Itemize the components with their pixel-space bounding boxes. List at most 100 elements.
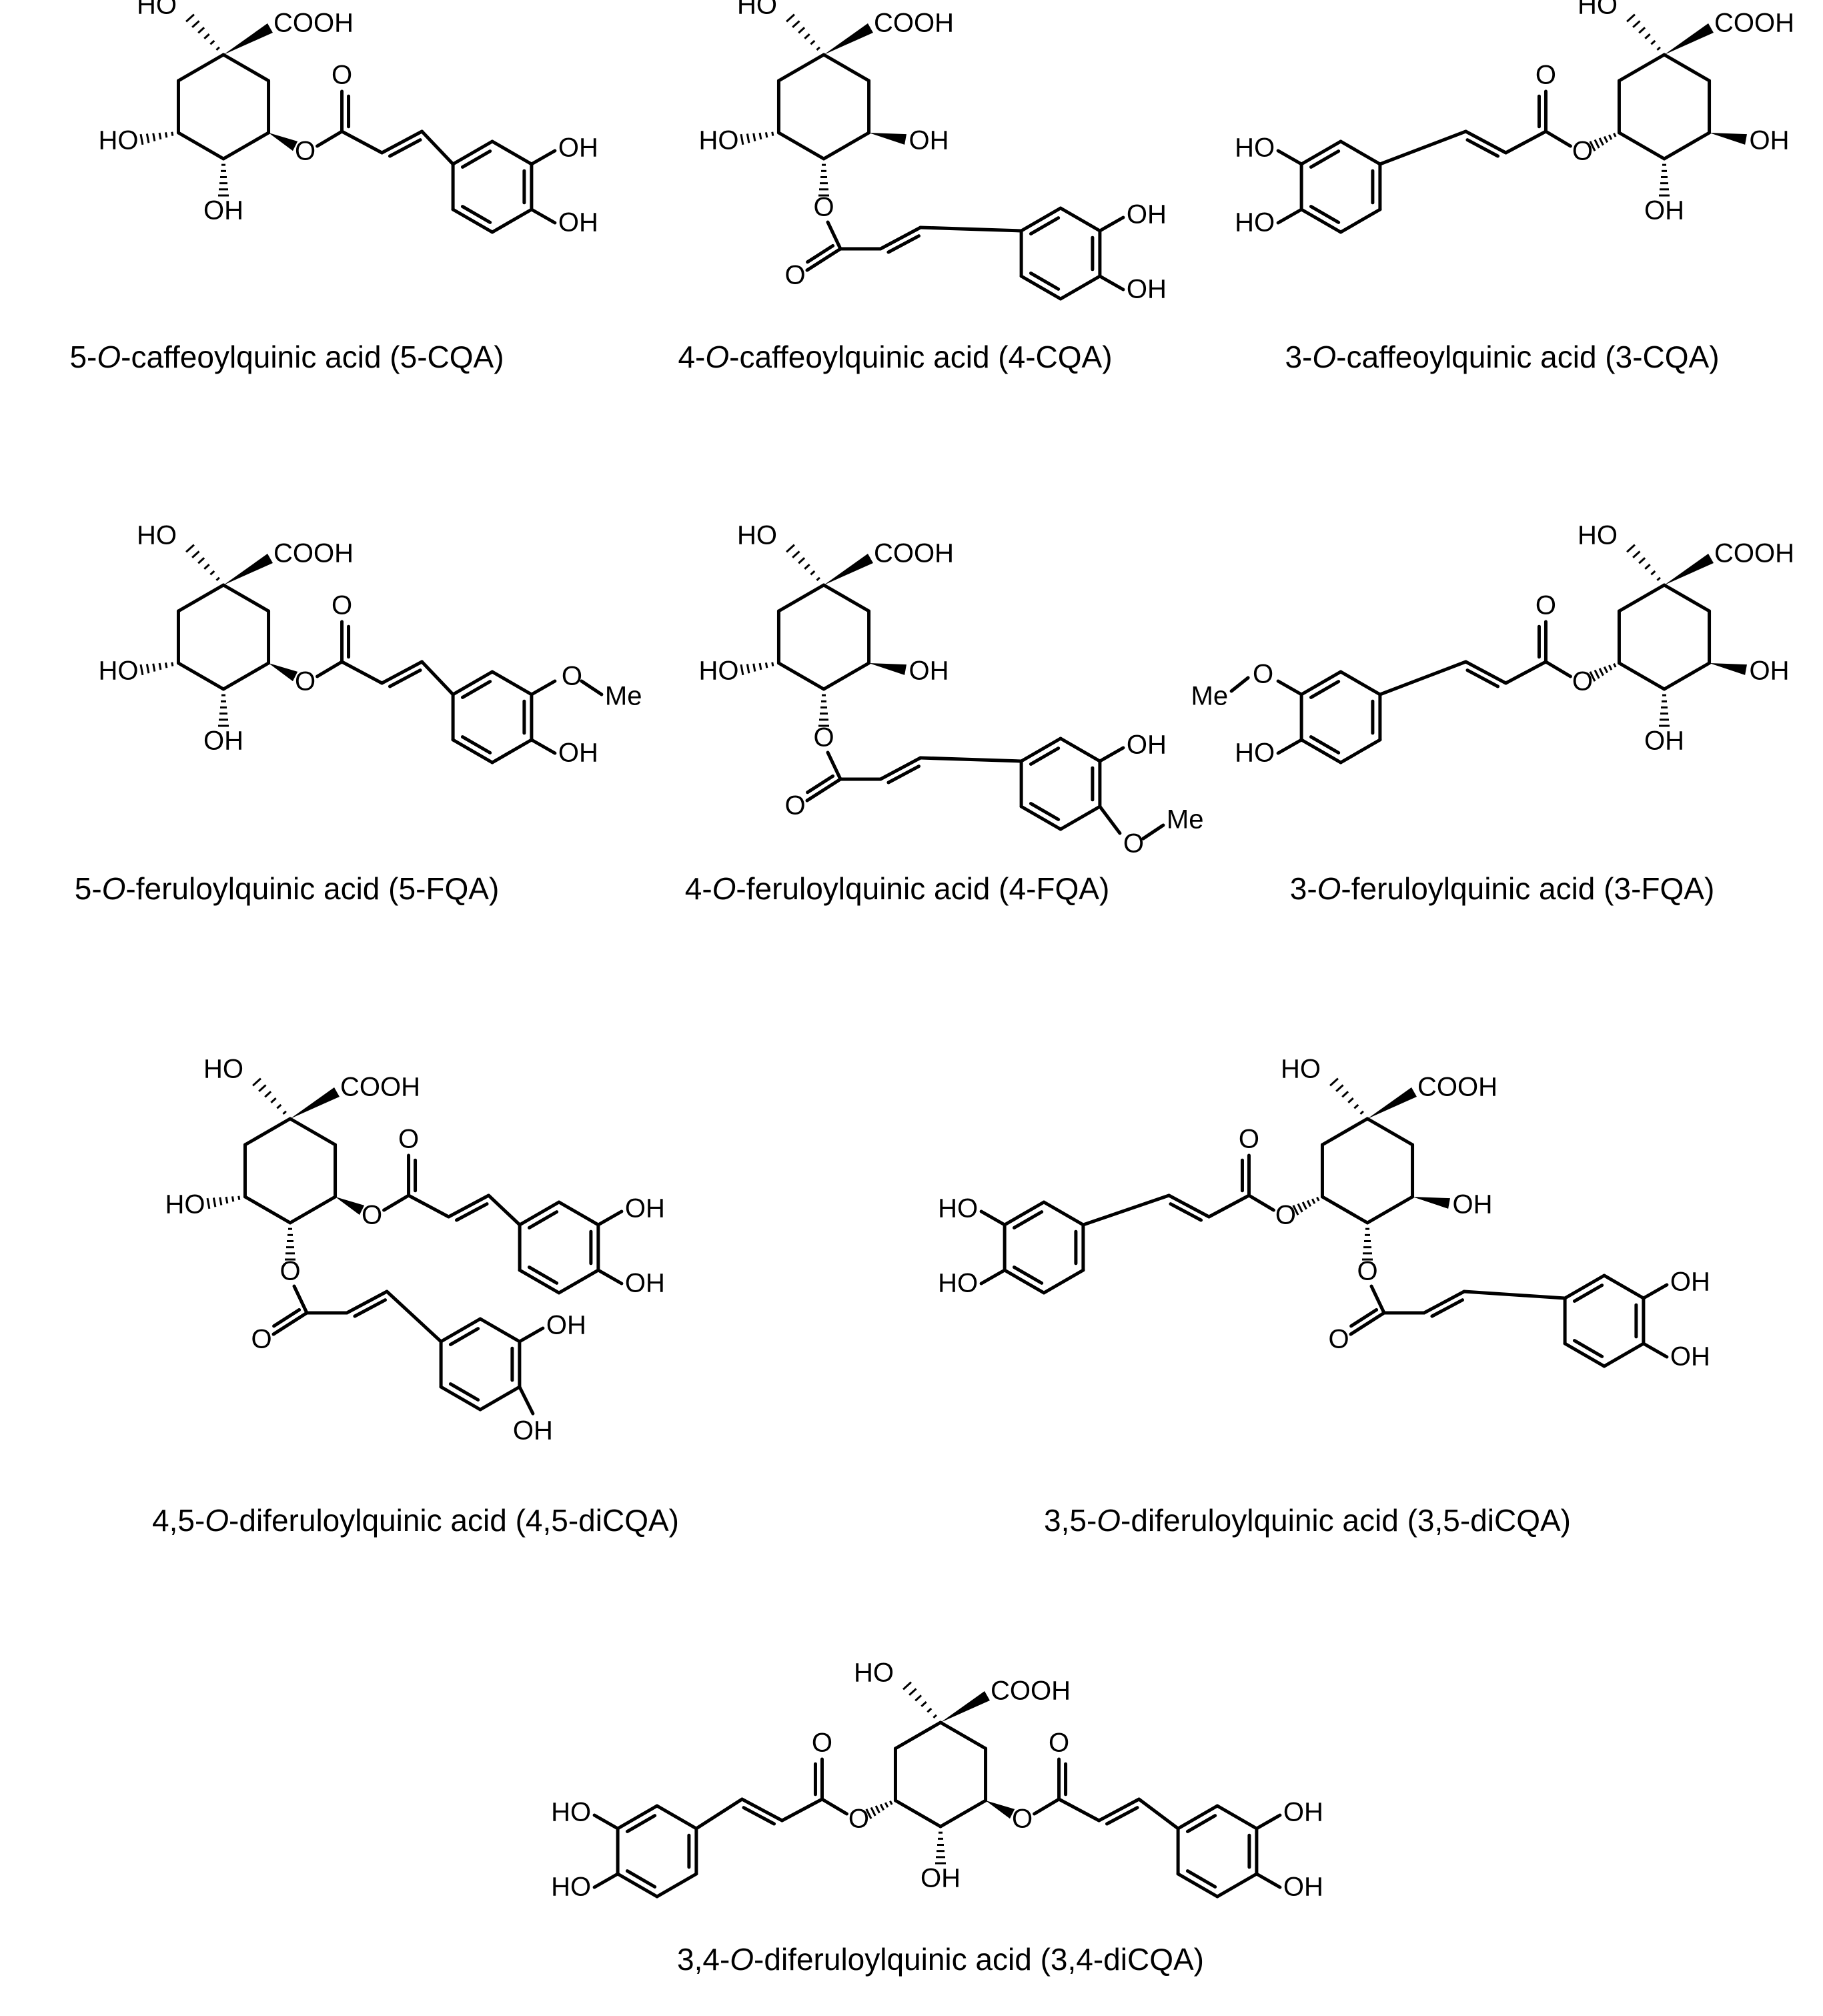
hydroxyl-label: HO: [98, 656, 138, 686]
bond: [1662, 661, 1712, 691]
ester-oxygen-label: O: [813, 723, 834, 752]
hashed-bond: [1329, 1077, 1339, 1087]
hashed-bond: [1316, 1196, 1320, 1201]
hashed-bond: [1613, 662, 1617, 668]
bond: [776, 53, 826, 83]
hashed-bond: [197, 557, 205, 564]
hashed-bond: [921, 1701, 927, 1707]
carbonyl-oxygen-label: O: [1328, 1325, 1349, 1354]
bond: [221, 583, 271, 613]
hydroxyl-label: HO: [698, 656, 738, 686]
hashed-bond: [804, 33, 810, 39]
bond: [919, 756, 1023, 763]
bond: [530, 149, 557, 166]
ester-oxygen-label: O: [295, 667, 316, 696]
hashed-bond: [810, 39, 816, 45]
bond: [1029, 802, 1061, 821]
bond: [478, 1385, 522, 1412]
caption-3-fqa: 3-O-feruloylquinic acid (3-FQA): [1289, 871, 1715, 906]
bond: [1167, 1193, 1211, 1219]
wedge-bond: [868, 663, 906, 675]
hashed-bond: [792, 20, 800, 28]
bond: [1019, 274, 1063, 301]
caption-5-cqa: 5-O-caffeoylquinic acid (5-CQA): [69, 340, 504, 374]
caption-3-5-dicqa: 3,5-O-diferuloylquinic acid (3,5-diCQA): [1044, 1503, 1571, 1538]
bond: [460, 735, 492, 754]
carboxyl-label: COOH: [1714, 9, 1794, 38]
bond: [530, 207, 557, 225]
hydroxyl-label: HO: [938, 1194, 978, 1223]
hashed-bond: [1632, 20, 1641, 28]
hashed-bond: [1297, 1203, 1303, 1213]
bond: [822, 131, 871, 161]
hydroxyl-label: OH: [909, 656, 949, 686]
hashed-bond: [933, 1714, 937, 1718]
carbonyl-oxygen-label: O: [1536, 591, 1556, 620]
hashed-bond: [758, 132, 762, 140]
hashed-bond: [771, 131, 774, 136]
hashed-bond: [219, 1197, 223, 1205]
bond: [243, 1117, 292, 1147]
wedge-bond: [985, 1801, 1015, 1819]
bond: [1503, 660, 1548, 685]
hashed-bond: [740, 133, 744, 145]
hashed-bond: [746, 133, 750, 143]
bond: [878, 225, 923, 251]
hydroxyl-label: HO: [737, 0, 777, 20]
bond: [1276, 149, 1303, 166]
hashed-bond: [1598, 668, 1604, 676]
bond: [1081, 1193, 1171, 1227]
bond: [1463, 660, 1507, 685]
hydroxyl-label: HO: [137, 0, 177, 20]
hydroxyl-label: HO: [737, 521, 777, 550]
bond: [806, 243, 835, 264]
hashed-bond: [197, 27, 205, 34]
bond: [380, 129, 424, 155]
hydroxyl-label: OH: [1127, 275, 1167, 304]
bond: [1255, 1813, 1282, 1831]
bond: [1572, 1284, 1604, 1303]
carbonyl-oxygen-label: O: [1536, 61, 1556, 90]
bond: [1309, 680, 1341, 699]
hydroxyl-label: OH: [558, 208, 598, 237]
bond: [822, 53, 871, 83]
hydroxyl-label: HO: [1235, 208, 1275, 237]
hashed-bond: [915, 1694, 923, 1702]
hashed-bond: [746, 664, 750, 674]
bond: [655, 1804, 698, 1831]
bond: [742, 1806, 776, 1826]
hashed-bond: [164, 132, 168, 138]
bond: [388, 668, 422, 688]
hashed-bond: [810, 570, 816, 576]
methoxy-oxygen-label: O: [1123, 829, 1144, 859]
hashed-bond: [1589, 141, 1596, 151]
bond: [385, 1290, 443, 1344]
bond: [616, 1872, 659, 1899]
hashed-bond: [1341, 1091, 1349, 1098]
ester-oxygen-label: O: [279, 1257, 300, 1286]
bond: [1602, 1274, 1646, 1300]
hashed-bond: [816, 576, 820, 581]
bond: [1378, 660, 1467, 696]
bond: [1019, 206, 1063, 233]
ester-oxygen-label: O: [1572, 137, 1593, 166]
wedge-bond: [1709, 133, 1747, 145]
hashed-bond: [203, 564, 210, 570]
bond: [221, 53, 271, 83]
carbonyl-oxygen-label: O: [784, 261, 805, 290]
hashed-bond: [1347, 1097, 1354, 1103]
bond: [806, 774, 835, 795]
hashed-bond: [145, 133, 150, 143]
hashed-bond: [282, 1110, 287, 1115]
caption-5-fqa: 5-O-feruloylquinic acid (5-FQA): [74, 871, 500, 906]
bond: [1299, 670, 1343, 696]
bond: [1617, 131, 1666, 161]
ester-oxygen-label: O: [1275, 1201, 1296, 1230]
hydroxyl-label: HO: [98, 126, 138, 155]
bond: [1276, 679, 1303, 696]
hashed-bond: [1306, 1199, 1312, 1207]
bond: [1422, 1290, 1466, 1315]
bond: [1339, 207, 1382, 234]
bond: [340, 129, 384, 155]
bond: [518, 1200, 561, 1227]
